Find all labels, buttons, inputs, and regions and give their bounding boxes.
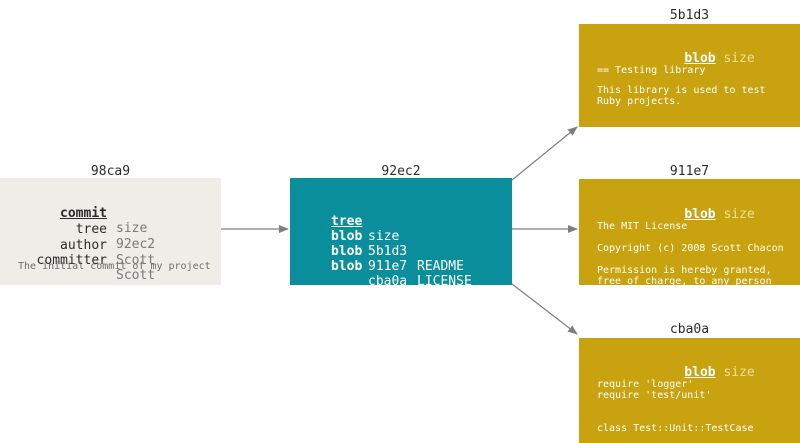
blob-content-line: free of charge, to any person [597, 276, 772, 287]
blob-size-label: size [723, 365, 755, 380]
tree-size-label: size [368, 229, 400, 244]
blob-header: blob size [653, 36, 755, 81]
blob-content-line: Ruby projects. [597, 96, 682, 107]
commit-object: commit size tree 92ec2 author Scott comm… [0, 178, 221, 285]
commit-message: The initial commit of my project [18, 261, 211, 272]
commit-type-label: commit [60, 206, 107, 221]
blob-size-label: size [723, 51, 755, 66]
tree-entry-name: README [417, 259, 464, 274]
tree-entry: blob 5b1d3 README [331, 214, 464, 289]
commit-committer-key: committer [36, 253, 107, 268]
blob-type-label: blob [684, 365, 716, 380]
tree-row-header: tree size [331, 199, 399, 259]
tree-entry-name: test.rb [417, 289, 472, 304]
blob-object: blob size require 'logger' require 'test… [579, 338, 800, 443]
commit-author-key: author [60, 238, 107, 253]
blob-type-label: blob [684, 51, 716, 66]
blob-content-line: The MIT License [597, 221, 688, 232]
tree-entry-ref: cba0a [368, 274, 408, 289]
blob-content-line: Copyright (c) 2008 Scott Chacon [597, 243, 784, 254]
blob-header: blob size [653, 350, 755, 395]
commit-row-header: commit size [0, 191, 221, 251]
commit-committer-value: Scott [116, 268, 156, 283]
tree-hash: 92ec2 [381, 164, 421, 179]
tree-entry-type: blob [331, 259, 363, 274]
commit-row-author: author Scott [0, 223, 221, 283]
arrow-tree-to-blob-5b1d3 [511, 126, 578, 181]
commit-size-label: size [116, 221, 148, 236]
blob-object: blob size The MIT License Copyright (c) … [579, 179, 800, 287]
tree-entry-name: LICENSE [417, 274, 472, 289]
blob-content-line: require 'test/unit' [597, 390, 712, 401]
commit-tree-value: 92ec2 [116, 237, 156, 252]
blob-hash: 911e7 [669, 164, 710, 179]
blob-content-line: Permission is hereby granted, [597, 265, 772, 276]
blob-content-line: == Testing library [597, 65, 706, 76]
tree-object: tree size blob 5b1d3 README blob 911e7 L… [290, 178, 512, 304]
blob-hash: cba0a [669, 322, 710, 337]
commit-hash: 98ca9 [90, 164, 131, 179]
tree-entry: blob cba0a test.rb [331, 244, 472, 319]
blob-content-line: class Test::Unit::TestCase [597, 423, 754, 434]
commit-row-committer: committer Scott [0, 238, 221, 298]
tree-entry-type: blob [331, 244, 363, 259]
blob-type-label: blob [684, 207, 716, 222]
blob-size-label: size [723, 207, 755, 222]
blob-hash: 5b1d3 [669, 8, 710, 23]
blob-content-line: This library is used to test [597, 85, 766, 96]
commit-author-value: Scott [116, 253, 156, 268]
blob-header: blob size [653, 192, 755, 237]
commit-row-tree: tree 92ec2 [0, 207, 221, 267]
tree-entry-ref: 911e7 [368, 259, 408, 274]
blob-content-line: require 'logger' [597, 379, 694, 390]
tree-entry: blob 911e7 LICENSE [331, 229, 472, 304]
commit-tree-key: tree [75, 222, 107, 237]
tree-entry-type: blob [331, 229, 363, 244]
arrow-tree-to-blob-cba0a [511, 283, 578, 335]
blob-object: blob size == Testing library This librar… [579, 24, 800, 127]
tree-type-label: tree [331, 214, 363, 229]
tree-entry-ref: 5b1d3 [368, 244, 408, 259]
